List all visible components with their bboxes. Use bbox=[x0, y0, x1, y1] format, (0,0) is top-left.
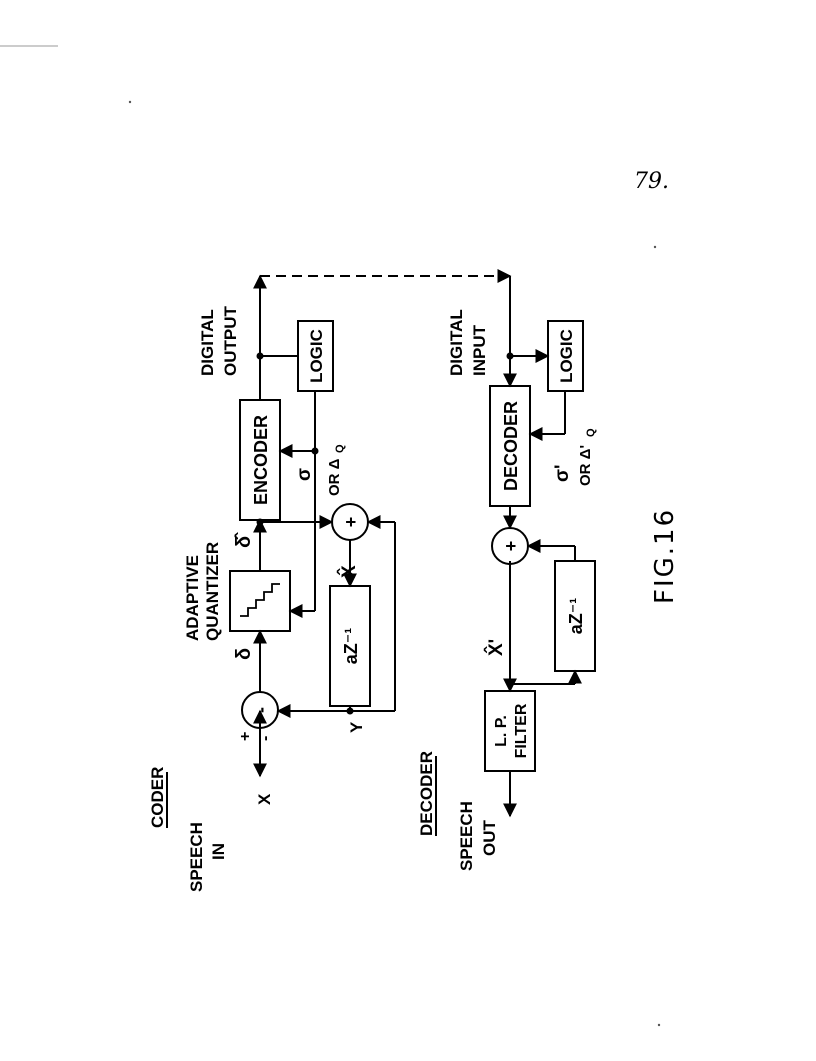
digital-output-label-1: DIGITAL bbox=[198, 309, 217, 376]
decoder-adder-sign: + bbox=[501, 541, 521, 552]
coder-logic-label: LOGIC bbox=[307, 329, 326, 383]
coder-predictor-label: aZ⁻¹ bbox=[341, 628, 361, 665]
scan-dot bbox=[653, 245, 657, 249]
scan-dot bbox=[657, 1023, 661, 1027]
digital-input-label-1: DIGITAL bbox=[447, 309, 466, 376]
digital-input-label-2: INPUT bbox=[470, 324, 489, 376]
delta-label: δ bbox=[233, 648, 255, 660]
speech-out-label-1: SPEECH bbox=[457, 801, 476, 871]
scan-dot bbox=[128, 100, 132, 104]
lp-filter-label-1: L. P. bbox=[493, 715, 510, 747]
or-delta-prime-label: OR Δ' bbox=[577, 445, 594, 486]
adaptive-quantizer-box bbox=[229, 570, 291, 632]
speech-in-label-1: SPEECH bbox=[187, 822, 206, 892]
decoder-label: DECODER bbox=[501, 401, 521, 491]
x-hat-prime-label: X̂' bbox=[485, 639, 507, 656]
figure-label: FIG.16 bbox=[650, 508, 680, 604]
quantizer-staircase-icon bbox=[240, 583, 280, 617]
minus-sign: - bbox=[257, 736, 274, 741]
quantizer-label-1: ADAPTIVE bbox=[183, 555, 202, 641]
quantizer-label-2: QUANTIZER bbox=[203, 542, 222, 641]
decoder-title: DECODER bbox=[417, 751, 436, 836]
decoder-logic-label: LOGIC bbox=[557, 329, 576, 383]
or-delta-label: OR Δ bbox=[326, 458, 343, 496]
rotated-diagram-group: CODER SPEECH IN X + - - δ ADAPTIVE QUANT… bbox=[148, 269, 680, 892]
x-input-label: X bbox=[255, 793, 274, 805]
x-hat-label: X̂ bbox=[338, 565, 360, 578]
lp-filter-label-2: FILTER bbox=[513, 703, 530, 758]
or-delta-sub: Q bbox=[334, 444, 346, 453]
speech-in-label-2: IN bbox=[209, 843, 228, 860]
coder-title: CODER bbox=[148, 767, 167, 828]
speech-out-label-2: OUT bbox=[480, 820, 499, 857]
subtractor-sign: - bbox=[251, 707, 271, 713]
sigma-label: σ bbox=[294, 468, 315, 481]
decoder-section: DECODER SPEECH OUT L. P. FILTER X̂' aZ⁻¹ bbox=[417, 276, 597, 871]
page-number: 79. bbox=[634, 169, 669, 194]
y-label: Y bbox=[347, 721, 366, 733]
digital-output-label-2: OUTPUT bbox=[221, 306, 240, 377]
coder-adder-sign: + bbox=[341, 517, 361, 528]
or-delta-prime-sub: Q bbox=[585, 428, 597, 437]
encoder-label: ENCODER bbox=[251, 415, 271, 505]
decoder-predictor-label: aZ⁻¹ bbox=[566, 598, 586, 635]
delta-hat-label: δ̂ bbox=[233, 532, 255, 548]
plus-sign: + bbox=[237, 732, 254, 741]
sigma-prime-label: σ' bbox=[552, 464, 573, 482]
coder-section: CODER SPEECH IN X + - - δ ADAPTIVE QUANT… bbox=[148, 274, 396, 892]
